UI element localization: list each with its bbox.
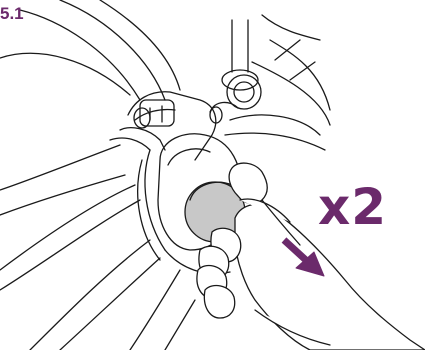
frame-arcs	[0, 0, 195, 350]
step-number: 5.1	[0, 4, 24, 24]
vertical-tube	[210, 20, 261, 123]
repeat-count-label: x2	[318, 178, 387, 236]
